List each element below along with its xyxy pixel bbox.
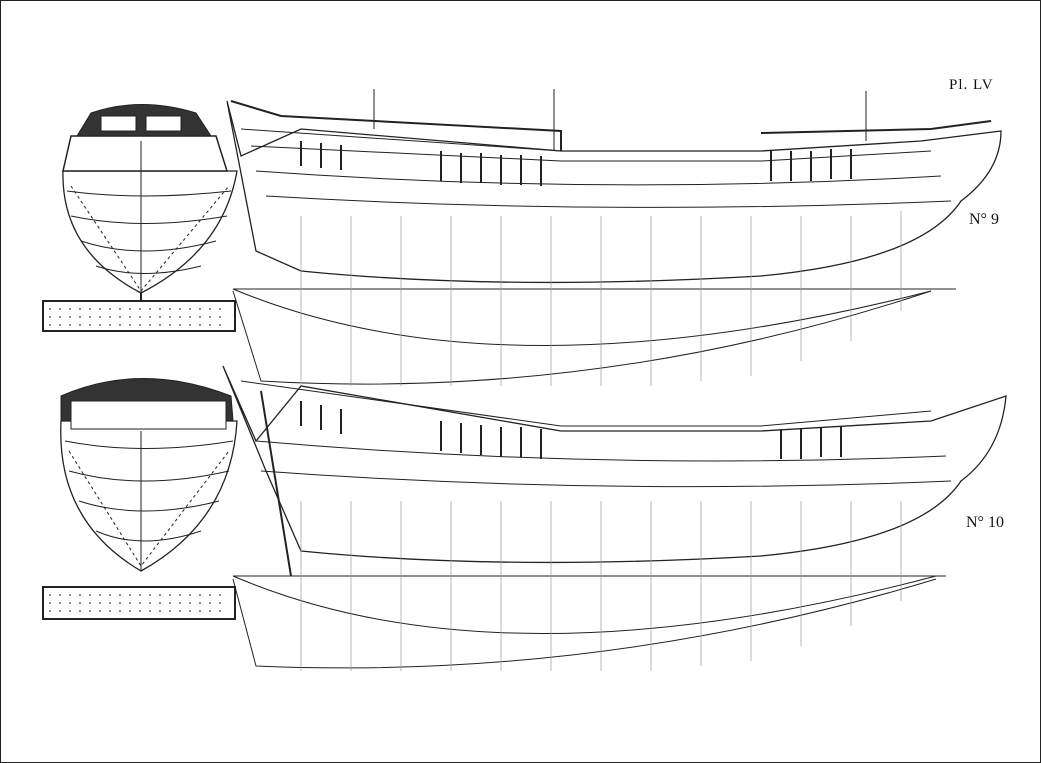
ship-10-profile <box>222 365 1007 671</box>
ship-9-scale-bar <box>42 300 236 332</box>
plate-number: Pl. LV <box>949 77 994 93</box>
ship-10-label: N° 10 <box>966 514 1004 531</box>
ship-9-stern-view <box>62 104 238 301</box>
ship-10-stern-view <box>60 378 238 572</box>
ship-9-profile <box>226 89 1002 386</box>
ship-9-label: N° 9 <box>969 211 999 228</box>
ship-10-scale-bar <box>42 586 236 620</box>
